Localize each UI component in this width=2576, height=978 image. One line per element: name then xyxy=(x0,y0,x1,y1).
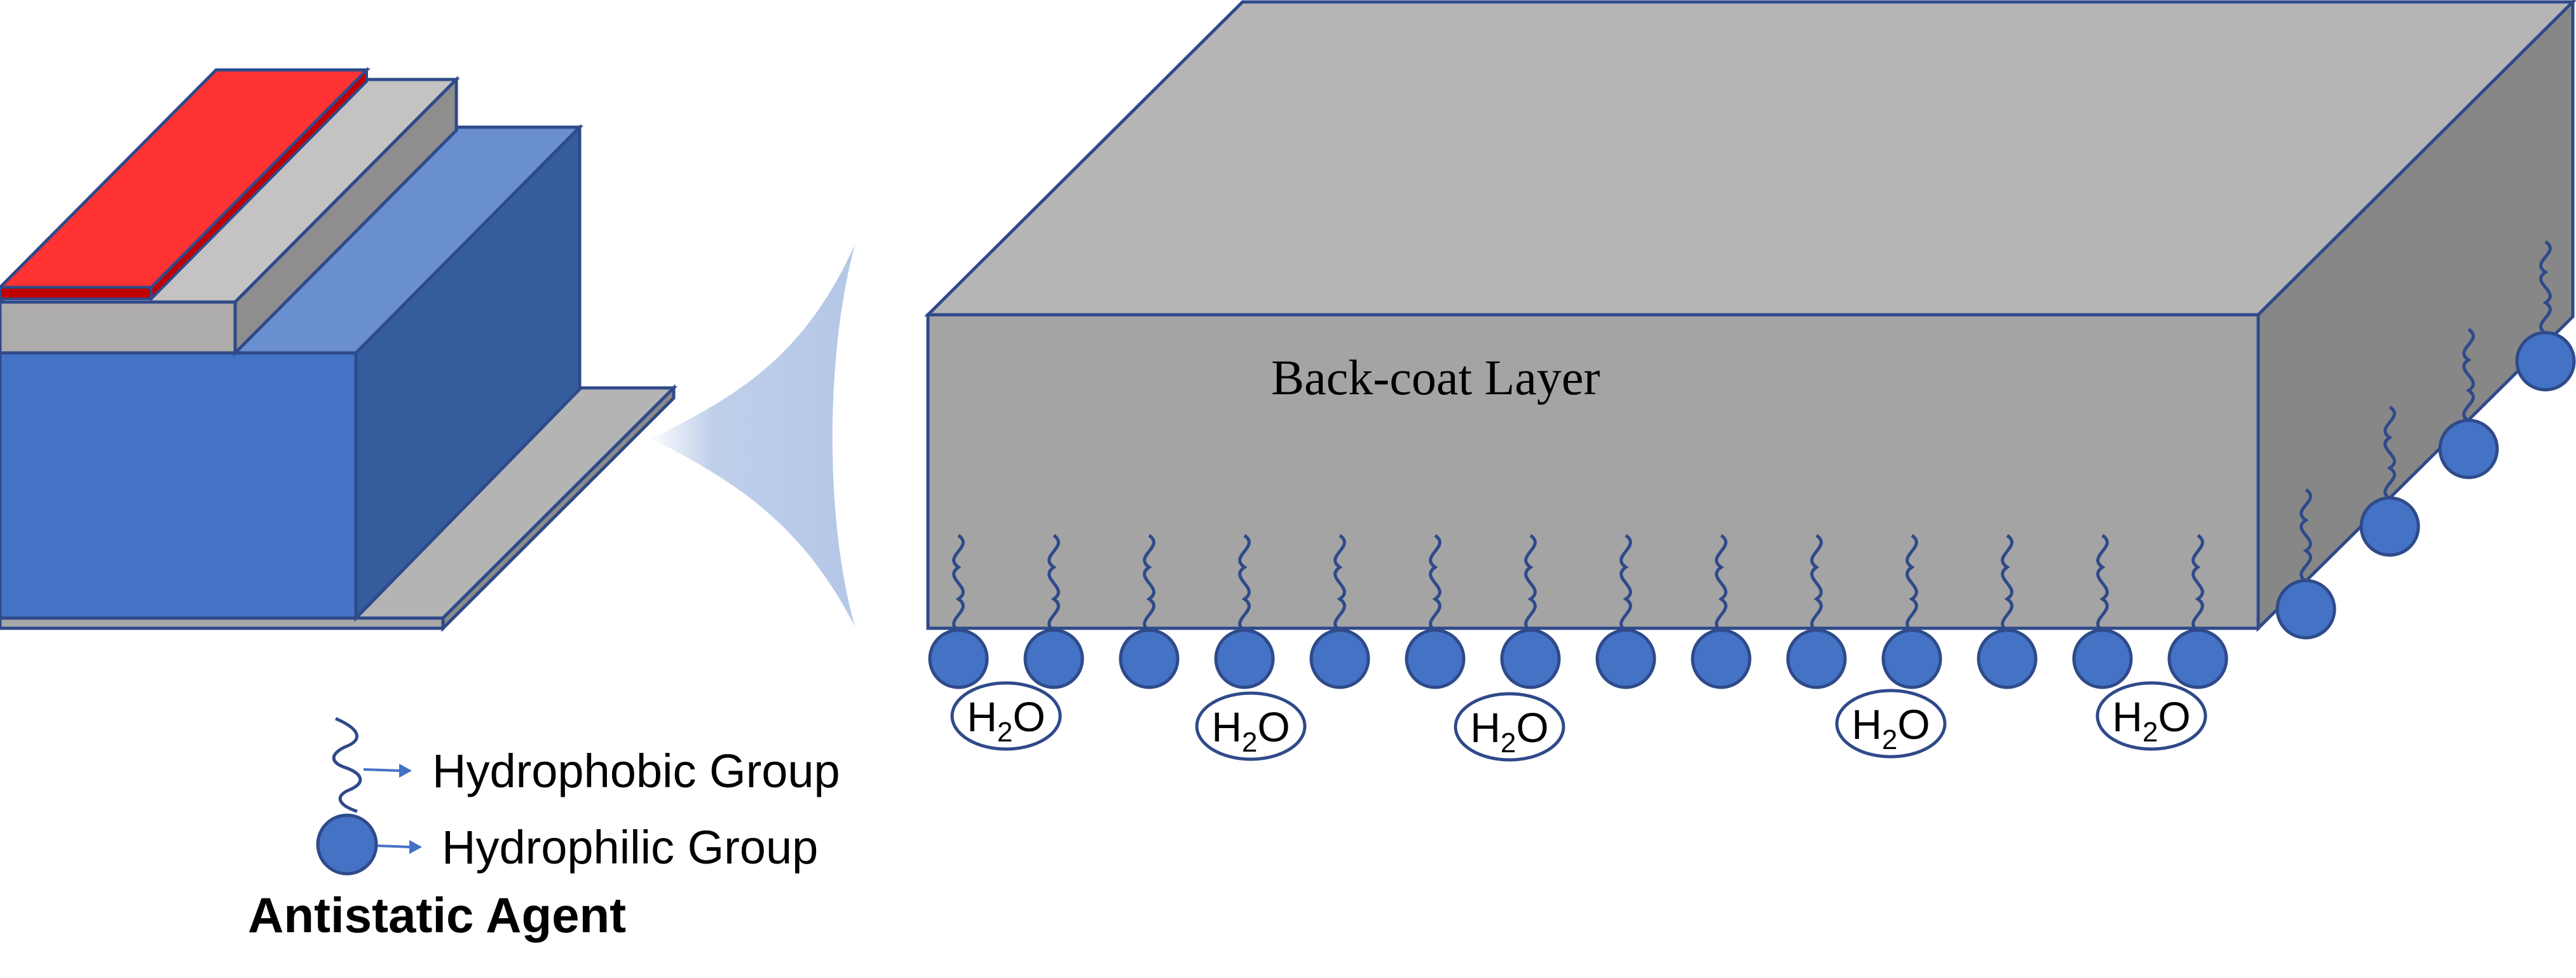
antistatic-molecule xyxy=(928,534,989,689)
water-ellipse xyxy=(950,681,1062,751)
legend-hydrophobic: Hydrophobic Group xyxy=(332,717,840,813)
hydrophilic-ball-icon xyxy=(2072,628,2133,689)
hydrophilic-ball-icon xyxy=(2515,331,2576,392)
hydrophobic-tail-icon xyxy=(2001,534,2014,633)
hydrophobic-tail-icon xyxy=(332,717,362,813)
hydrophobic-tail-icon xyxy=(952,534,965,633)
layer-front-face xyxy=(926,313,2260,630)
antistatic-molecule xyxy=(2072,534,2133,689)
hydrophobic-tail-icon xyxy=(2300,488,2312,583)
hydrophobic-tail-icon xyxy=(1238,534,1251,633)
hydrophilic-ball-icon xyxy=(316,813,378,876)
antistatic-molecule xyxy=(1119,534,1180,689)
hydrophilic-ball-icon xyxy=(1977,628,2038,689)
hydrophobic-tail-icon xyxy=(1047,534,1060,633)
hydrophilic-ball-icon xyxy=(2275,579,2336,640)
legend-hydrophilic-label: Hydrophilic Group xyxy=(442,821,818,874)
antistatic-molecule xyxy=(2275,488,2336,640)
legend-hydrophilic: Hydrophilic Group xyxy=(316,813,818,876)
hydrophobic-tail-icon xyxy=(1143,534,1155,633)
hydrophilic-ball-icon xyxy=(2167,628,2228,689)
water-molecule: H2O xyxy=(1835,689,1947,759)
water-molecule: H2O xyxy=(1195,691,1307,761)
hydrophobic-tail-icon xyxy=(1524,534,1537,633)
hydrophilic-ball-icon xyxy=(1023,628,1084,689)
antistatic-molecule xyxy=(2359,405,2420,557)
hydrophilic-ball-icon xyxy=(2359,496,2420,557)
hydrophilic-ball-icon xyxy=(2438,418,2499,479)
hydrophobic-tail-icon xyxy=(1810,534,1823,633)
antistatic-molecule xyxy=(1500,534,1561,689)
hydrophilic-ball-icon xyxy=(1500,628,1561,689)
hydrophilic-ball-icon xyxy=(1119,628,1180,689)
legend-hydrophobic-label: Hydrophobic Group xyxy=(432,745,840,797)
device-stack xyxy=(0,67,678,633)
antistatic-molecule xyxy=(2167,534,2228,689)
hydrophilic-ball-icon xyxy=(1881,628,1942,689)
antistatic-molecule xyxy=(1595,534,1656,689)
antistatic-molecule xyxy=(1881,534,1942,689)
hydrophobic-tail-icon xyxy=(2462,327,2475,423)
water-molecule: H2O xyxy=(2096,681,2207,751)
hydrophobic-tail-icon xyxy=(2096,534,2109,633)
hydrophilic-ball-icon xyxy=(1595,628,1656,689)
antistatic-molecule xyxy=(1691,534,1752,689)
water-molecule: H2O xyxy=(1454,692,1565,762)
hydrophobic-arrow-icon xyxy=(363,768,401,772)
hydrophilic-arrowhead-icon xyxy=(409,840,422,854)
hydrophobic-tail-icon xyxy=(1619,534,1632,633)
hydrophilic-ball-icon xyxy=(1214,628,1275,689)
antistatic-molecule xyxy=(1786,534,1847,689)
hydrophilic-ball-icon xyxy=(1405,628,1466,689)
legend-title: Antistatic Agent xyxy=(248,887,626,943)
hydrophobic-tail-icon xyxy=(1429,534,1441,633)
hydrophobic-tail-icon xyxy=(2383,405,2396,500)
hydrophilic-ball-icon xyxy=(1309,628,1370,689)
hydrophilic-ball-icon xyxy=(928,628,989,689)
hydrophilic-ball-icon xyxy=(1786,628,1847,689)
hydrophobic-tail-icon xyxy=(1715,534,1728,633)
water-ellipse xyxy=(1195,691,1307,761)
water-ellipse xyxy=(2096,681,2207,751)
legend: Hydrophobic Group Hydrophilic Group Anti… xyxy=(248,717,840,943)
water-molecule: H2O xyxy=(950,681,1062,751)
hydrophilic-arrow-icon xyxy=(377,844,411,848)
hydrophobic-arrowhead-icon xyxy=(399,764,412,778)
antistatic-molecule xyxy=(2515,240,2576,392)
hydrophobic-tail-icon xyxy=(1333,534,1346,633)
water-molecules: H2O H2O H2O H2O H2O xyxy=(950,681,2207,762)
water-label: H2O xyxy=(1470,704,1549,759)
red-electrode xyxy=(0,67,371,302)
side-molecule-row xyxy=(2275,240,2576,640)
water-ellipse xyxy=(1454,692,1565,762)
hydrophobic-tail-icon xyxy=(1905,534,1918,633)
antistatic-molecule xyxy=(1405,534,1466,689)
zoom-cone xyxy=(651,245,855,626)
antistatic-molecule xyxy=(1977,534,2038,689)
antistatic-molecule xyxy=(1309,534,1370,689)
hydrophobic-tail-icon xyxy=(2539,240,2552,335)
hydrophilic-ball-icon xyxy=(1691,628,1752,689)
water-ellipse xyxy=(1835,689,1947,759)
hydrophobic-tail-icon xyxy=(2191,534,2204,633)
antistatic-molecule xyxy=(1023,534,1084,689)
back-coat-layer-block xyxy=(923,0,2576,632)
antistatic-molecule xyxy=(2438,327,2499,479)
antistatic-molecule xyxy=(1214,534,1275,689)
back-coat-layer-label: Back-coat Layer xyxy=(1271,350,1600,405)
front-molecule-row xyxy=(928,534,2228,689)
